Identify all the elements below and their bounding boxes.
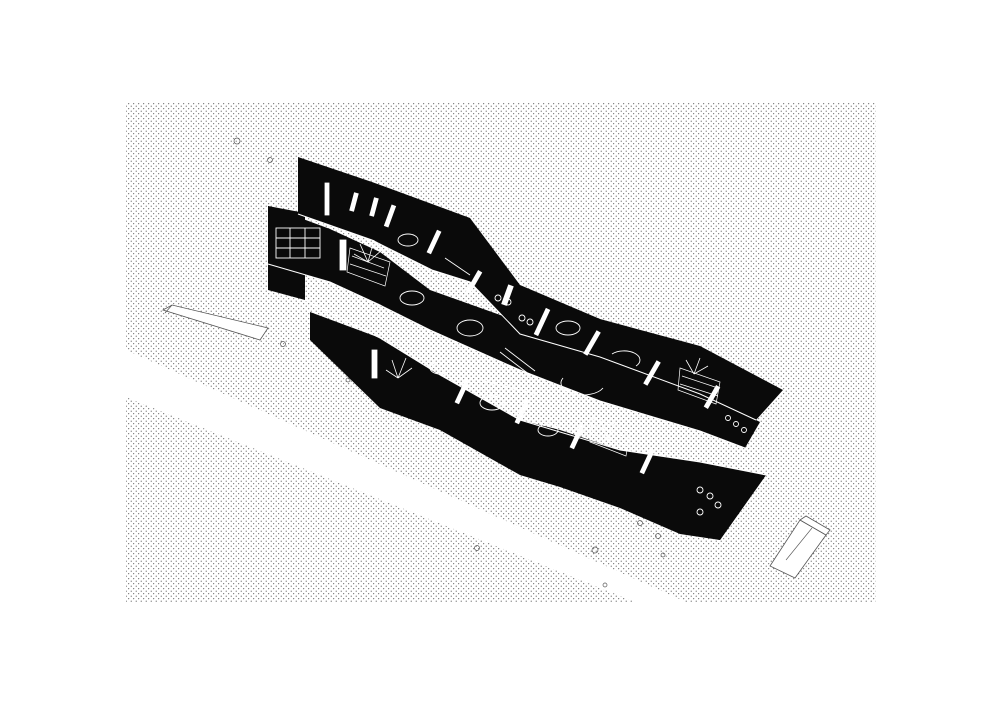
ramp-object-left bbox=[161, 304, 269, 341]
floor-plate-middle bbox=[268, 206, 760, 448]
interior-furniture bbox=[275, 227, 747, 516]
building-plates bbox=[268, 157, 783, 540]
interior-partitions bbox=[324, 182, 721, 475]
floor-plate-bottom bbox=[310, 312, 766, 540]
floor-plate-wing-left bbox=[268, 206, 305, 300]
tree-sketches bbox=[353, 239, 709, 441]
floor-plate-extension bbox=[680, 462, 766, 540]
road-band bbox=[126, 350, 688, 603]
site-figures bbox=[233, 137, 666, 588]
floor-plate-top bbox=[298, 157, 783, 420]
block-object-right bbox=[769, 515, 831, 579]
